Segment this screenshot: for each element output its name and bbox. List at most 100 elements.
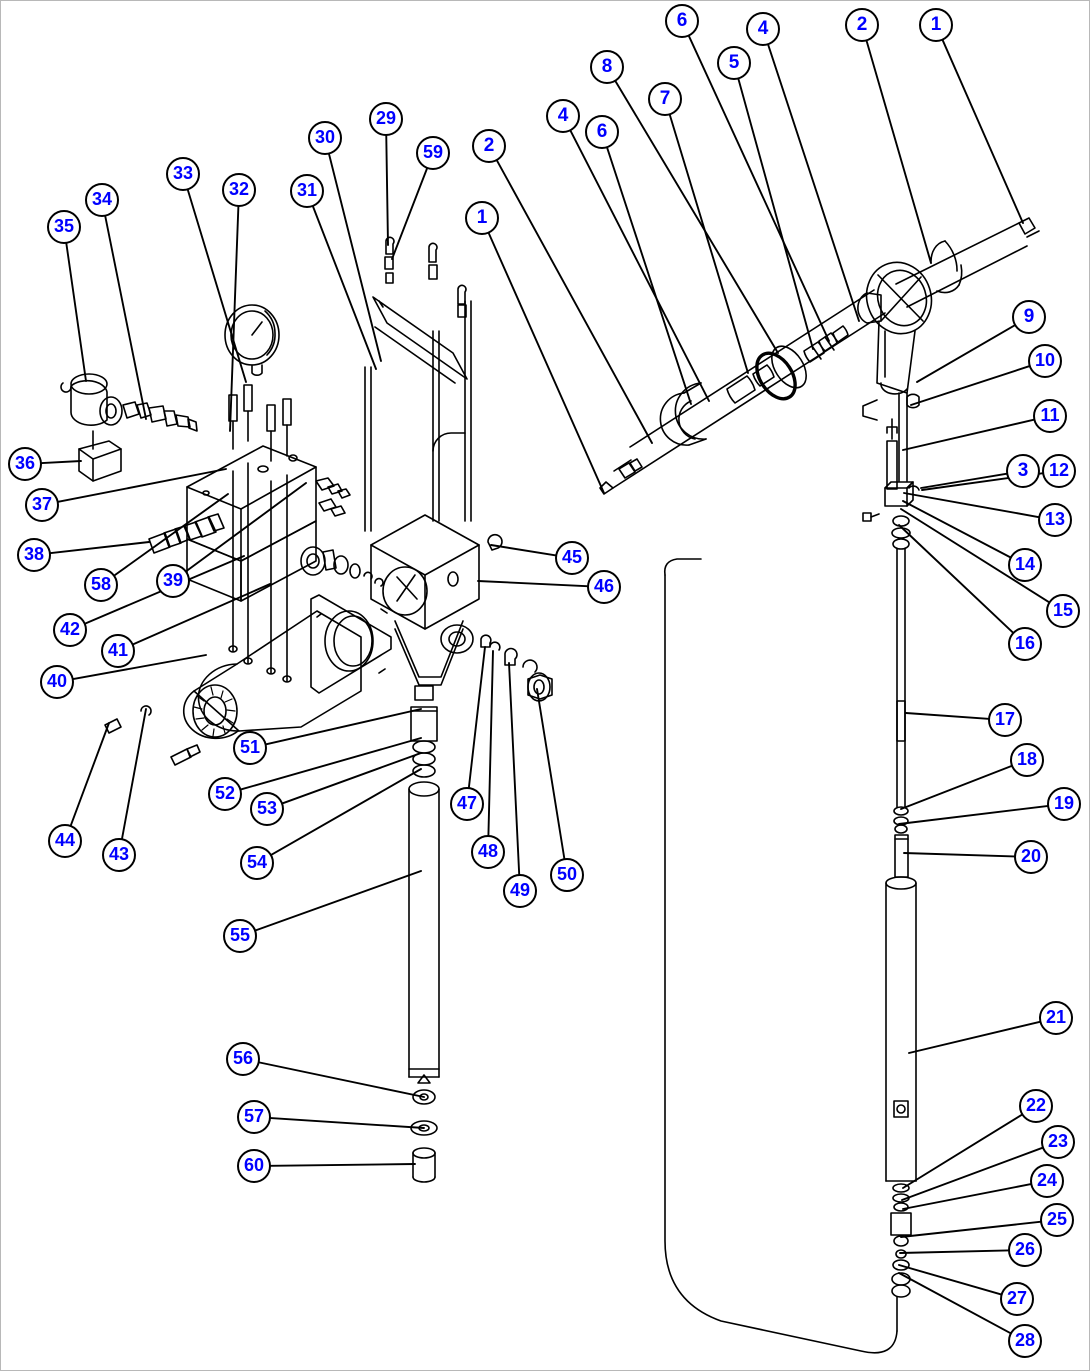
callout-bubble-59[interactable]: 59	[416, 136, 450, 170]
leader-line-50	[536, 688, 566, 860]
leader-line-54	[270, 768, 422, 856]
leader-line-10	[910, 365, 1030, 406]
leader-line-15	[900, 508, 1050, 603]
callout-bubble-38[interactable]: 38	[17, 538, 51, 572]
leader-line-35	[65, 242, 87, 382]
callout-bubble-60[interactable]: 60	[237, 1149, 271, 1183]
leader-line-9	[916, 324, 1016, 383]
callout-bubble-20[interactable]: 20	[1014, 840, 1048, 874]
leader-line-16	[898, 524, 1014, 634]
leader-line-22	[902, 1113, 1023, 1189]
callout-bubble-46[interactable]: 46	[587, 570, 621, 604]
callout-bubble-17[interactable]: 17	[988, 703, 1022, 737]
callout-bubble-31[interactable]: 31	[290, 174, 324, 208]
callout-bubble-19[interactable]: 19	[1047, 787, 1081, 821]
callout-bubble-8[interactable]: 8	[590, 50, 624, 84]
callout-bubble-10[interactable]: 10	[1028, 344, 1062, 378]
leader-line-20	[903, 852, 1015, 858]
callout-bubble-12[interactable]: 12	[1042, 454, 1076, 488]
callout-bubble-6b[interactable]: 6	[585, 115, 619, 149]
callout-bubble-2b[interactable]: 2	[472, 129, 506, 163]
leader-line-56	[258, 1061, 425, 1098]
callout-bubble-11[interactable]: 11	[1033, 399, 1067, 433]
callout-bubble-3[interactable]: 3	[1006, 454, 1040, 488]
callout-bubble-47[interactable]: 47	[450, 787, 484, 821]
callout-bubble-9[interactable]: 9	[1012, 300, 1046, 334]
leader-line-25	[900, 1220, 1042, 1238]
callout-bubble-15[interactable]: 15	[1046, 594, 1080, 628]
leader-line-4	[569, 130, 710, 402]
callout-bubble-54[interactable]: 54	[240, 846, 274, 880]
callout-bubble-51[interactable]: 51	[233, 731, 267, 765]
center-vertical-rod	[408, 685, 440, 1183]
leader-line-19	[898, 805, 1049, 825]
solenoid-motor	[60, 373, 198, 482]
callout-bubble-58[interactable]: 58	[84, 568, 118, 602]
callout-bubble-27[interactable]: 27	[1000, 1282, 1034, 1316]
leader-line-38	[49, 541, 150, 555]
callout-bubble-48[interactable]: 48	[471, 835, 505, 869]
callout-bubble-6a[interactable]: 6	[665, 4, 699, 38]
leader-line-7	[668, 114, 749, 374]
callout-bubble-52[interactable]: 52	[208, 777, 242, 811]
callout-bubble-13[interactable]: 13	[1038, 503, 1072, 537]
callout-bubble-34[interactable]: 34	[85, 183, 119, 217]
callout-bubble-21[interactable]: 21	[1039, 1001, 1073, 1035]
callout-bubble-49[interactable]: 49	[503, 874, 537, 908]
pivot-knuckle	[857, 261, 933, 395]
leader-line-32	[229, 206, 240, 432]
leader-line-17	[905, 712, 989, 720]
leader-line-39	[185, 482, 307, 572]
leader-line-4	[767, 44, 860, 322]
callout-bubble-28[interactable]: 28	[1008, 1324, 1042, 1358]
leader-line-45	[490, 544, 557, 557]
callout-bubble-39[interactable]: 39	[156, 564, 190, 598]
leader-line-1	[487, 232, 605, 494]
callout-bubble-1b[interactable]: 1	[465, 201, 499, 235]
callout-bubble-5[interactable]: 5	[717, 46, 751, 80]
callout-bubble-4a[interactable]: 4	[746, 12, 780, 46]
leader-line-24	[902, 1183, 1032, 1210]
callout-bubble-40[interactable]: 40	[40, 665, 74, 699]
callout-bubble-33[interactable]: 33	[166, 157, 200, 191]
callout-bubble-2a[interactable]: 2	[845, 8, 879, 42]
callout-bubble-53[interactable]: 53	[250, 792, 284, 826]
callout-bubble-32[interactable]: 32	[222, 173, 256, 207]
leader-line-2	[496, 159, 653, 444]
callout-bubble-42[interactable]: 42	[53, 613, 87, 647]
callout-bubble-45[interactable]: 45	[555, 541, 589, 575]
leader-line-27	[898, 1264, 1002, 1296]
callout-bubble-50[interactable]: 50	[550, 858, 584, 892]
callout-bubble-14[interactable]: 14	[1008, 548, 1042, 582]
callout-bubble-43[interactable]: 43	[102, 838, 136, 872]
callout-bubble-25[interactable]: 25	[1040, 1203, 1074, 1237]
callout-bubble-18[interactable]: 18	[1010, 743, 1044, 777]
callout-bubble-57[interactable]: 57	[237, 1100, 271, 1134]
leader-line-6	[688, 35, 830, 342]
callout-bubble-41[interactable]: 41	[101, 634, 135, 668]
callout-bubble-22[interactable]: 22	[1019, 1089, 1053, 1123]
callout-bubble-30[interactable]: 30	[308, 121, 342, 155]
callout-bubble-44[interactable]: 44	[48, 824, 82, 858]
callout-bubble-36[interactable]: 36	[8, 447, 42, 481]
diagonal-shaft-assembly	[599, 217, 1040, 495]
callout-bubble-23[interactable]: 23	[1041, 1125, 1075, 1159]
callout-bubble-56[interactable]: 56	[226, 1042, 260, 1076]
callout-bubble-7[interactable]: 7	[648, 82, 682, 116]
callout-bubble-26[interactable]: 26	[1008, 1233, 1042, 1267]
callout-bubble-24[interactable]: 24	[1030, 1164, 1064, 1198]
callout-bubble-4b[interactable]: 4	[546, 99, 580, 133]
callout-bubble-16[interactable]: 16	[1008, 627, 1042, 661]
callout-bubble-37[interactable]: 37	[25, 488, 59, 522]
leader-lines	[41, 35, 1050, 1334]
leader-line-18	[900, 765, 1013, 810]
callout-bubble-35[interactable]: 35	[47, 210, 81, 244]
callout-bubble-29[interactable]: 29	[369, 102, 403, 136]
leader-line-36	[41, 460, 82, 465]
leader-line-30	[328, 153, 382, 362]
leader-line-11	[902, 418, 1035, 451]
callout-bubble-55[interactable]: 55	[223, 919, 257, 953]
small-parts-47-50	[300, 546, 553, 702]
callout-bubble-1a[interactable]: 1	[919, 8, 953, 42]
